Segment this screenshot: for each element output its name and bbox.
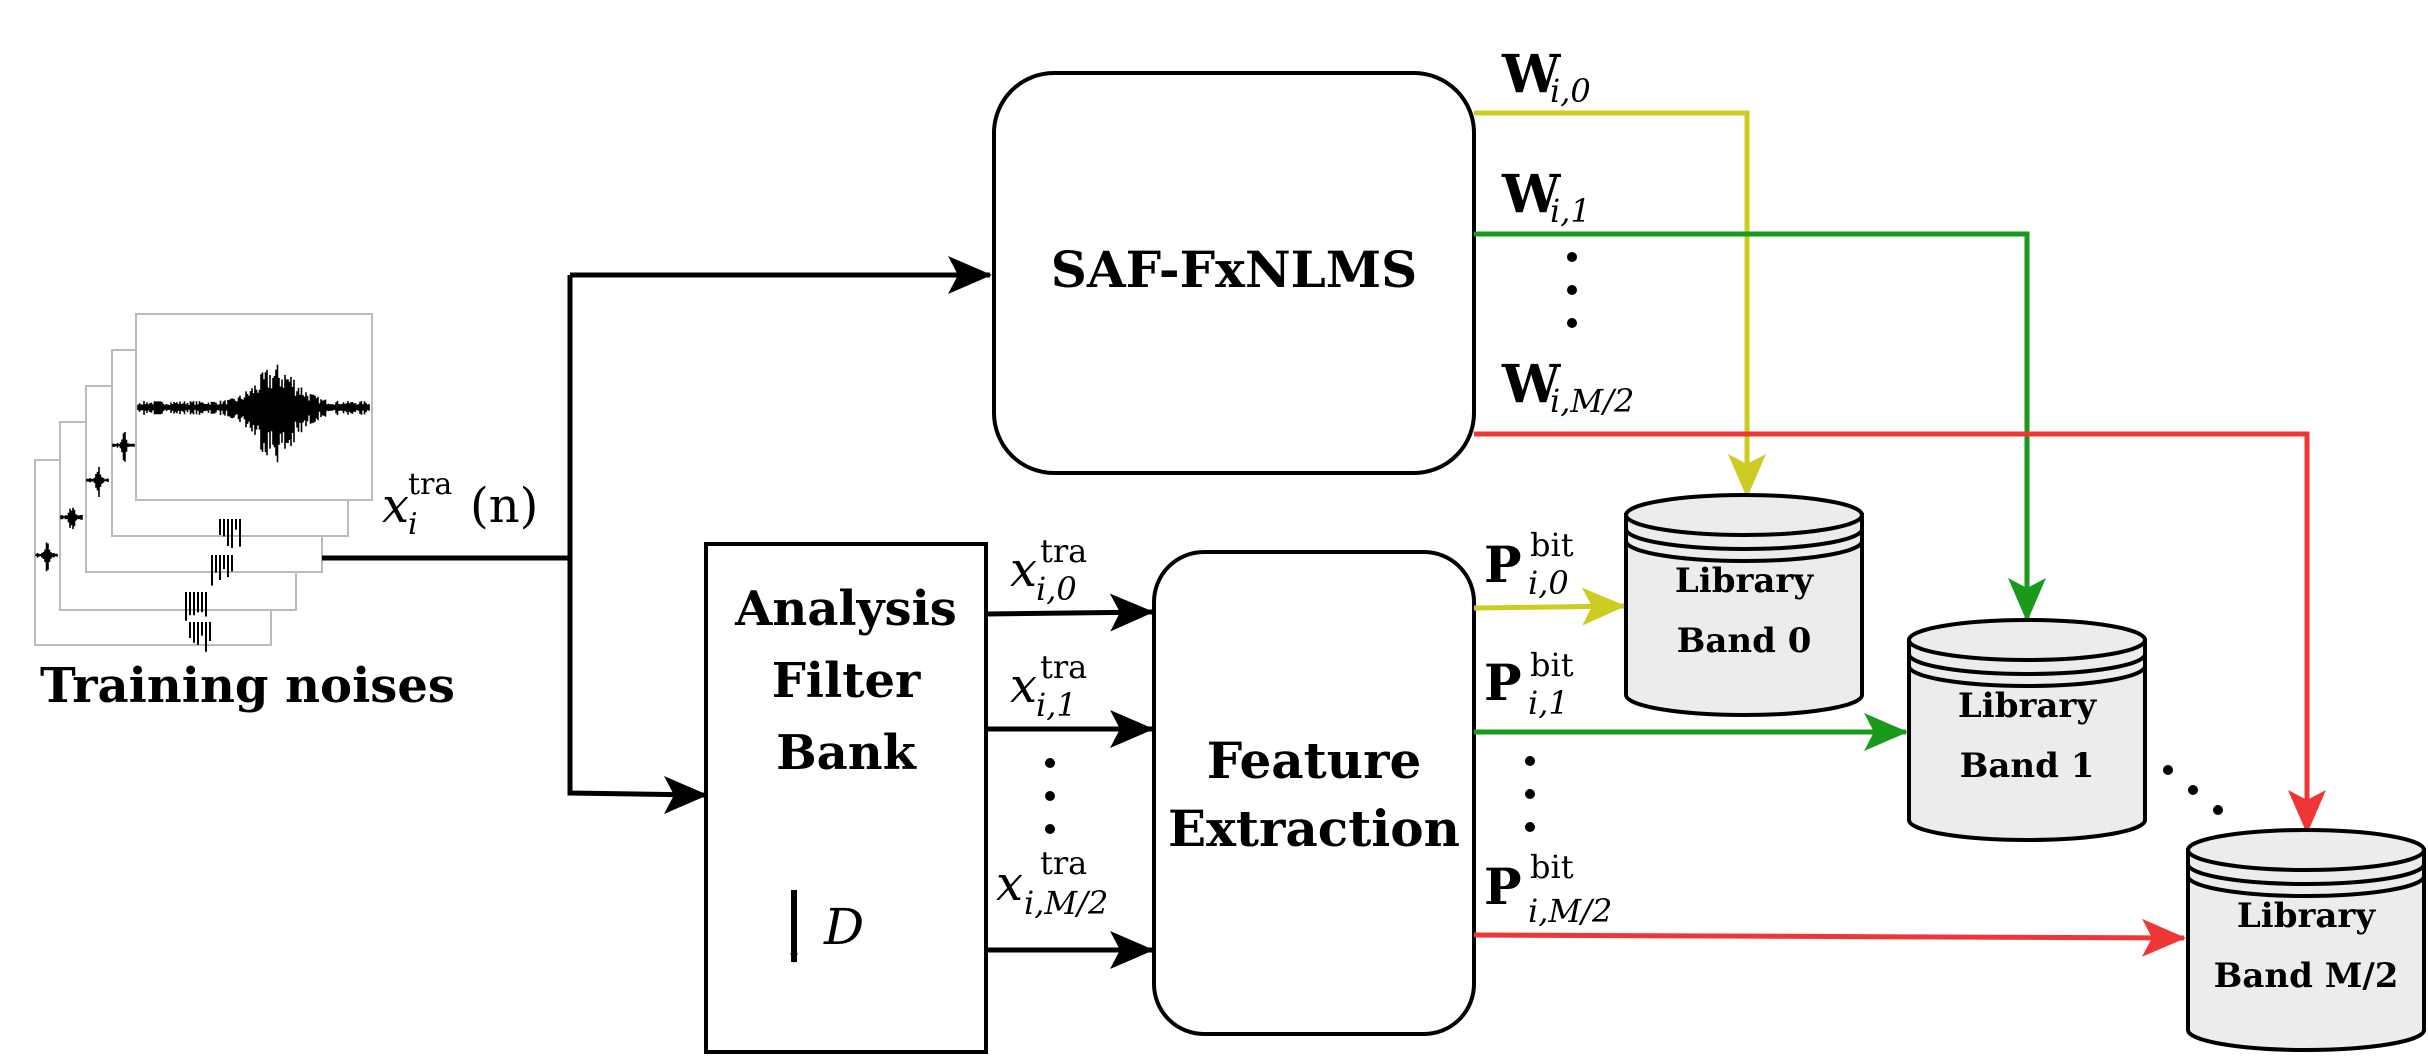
svg-text:i,1: i,1 (1528, 684, 1569, 722)
svg-text:P: P (1484, 653, 1522, 712)
afb-label-line3: Bank (776, 725, 918, 781)
waveform-trace (137, 364, 370, 463)
svg-text:i,M/2: i,M/2 (1024, 884, 1108, 922)
library-label-line2: Band 0 (1677, 621, 1812, 661)
feature-line-band0 (1473, 587, 1626, 626)
signal-superscript: tra (408, 467, 452, 502)
waveform-trace (35, 542, 58, 572)
svg-text:x: x (1010, 658, 1037, 714)
svg-text:i,0: i,0 (1036, 570, 1077, 608)
subband-label-m2: x tra i,M/2 (996, 844, 1108, 922)
weight-label-0: W i,0 (1501, 44, 1591, 110)
subband-label-1: x tra i,1 (1010, 648, 1087, 724)
weight-line-bandm2 (1474, 431, 2326, 834)
svg-text:i,0: i,0 (1550, 72, 1591, 110)
svg-text:x: x (1010, 542, 1037, 598)
feature-line-bandm2 (1473, 918, 2186, 957)
library-label-line2: Band M/2 (2214, 956, 2399, 996)
svg-text:tra: tra (1040, 648, 1087, 686)
svg-text:tra: tra (1040, 532, 1087, 570)
subband-label-0: x tra i,0 (1010, 532, 1087, 608)
svg-text:W: W (1501, 164, 1562, 225)
signal-subscript: i (408, 507, 418, 542)
saf-fxnlms-block: SAF-FxNLMS (992, 71, 1476, 475)
feature-ellipsis (1525, 756, 1535, 832)
svg-text:bit: bit (1530, 848, 1574, 886)
svg-text:x: x (996, 856, 1023, 912)
input-signal-label: x tra i (n) (382, 467, 538, 542)
svg-text:i,0: i,0 (1528, 564, 1569, 602)
svg-text:i,1: i,1 (1036, 686, 1077, 724)
library-ellipsis (2163, 765, 2223, 815)
svg-text:i,M/2: i,M/2 (1528, 892, 1612, 930)
signal-symbol: x (382, 478, 409, 534)
weight-label-1: W i,1 (1501, 164, 1591, 230)
library-label-line1: Library (2237, 896, 2376, 936)
waveform-trace (86, 466, 109, 497)
svg-text:P: P (1484, 535, 1522, 594)
waveform-trace (60, 507, 83, 530)
subband-ellipsis (1045, 758, 1055, 834)
svg-text:bit: bit (1530, 646, 1574, 684)
weight-line-band1 (1474, 231, 2046, 622)
analysis-filter-bank-block: Analysis Filter Bank D (704, 542, 988, 1054)
svg-text:P: P (1484, 857, 1522, 916)
library-label-line2: Band 1 (1960, 746, 2095, 786)
waveform-trace (112, 432, 135, 462)
weight-line-band0 (1474, 110, 1766, 498)
waveform-traces (35, 364, 370, 652)
svg-text:W: W (1501, 354, 1562, 415)
downsample-factor: D (823, 898, 864, 956)
subband-arrow-0 (985, 593, 1154, 632)
afb-label-line2: Filter (772, 653, 921, 709)
afb-label-line1: Analysis (734, 581, 957, 637)
svg-text:bit: bit (1530, 526, 1574, 564)
training-noises-label: Training noises (40, 658, 455, 714)
svg-text:W: W (1501, 44, 1562, 105)
svg-text:i,M/2: i,M/2 (1550, 382, 1634, 420)
feature-label-1: P bit i,1 (1484, 646, 1574, 722)
signal-argument: (n) (470, 478, 538, 534)
saf-fxnlms-label: SAF-FxNLMS (1051, 240, 1418, 299)
svg-text:tra: tra (1040, 844, 1087, 882)
input-branch-lines (322, 256, 992, 814)
feature-label-0: P bit i,0 (1484, 526, 1574, 602)
feature-label-m2: P bit i,M/2 (1484, 848, 1612, 930)
fe-label-line1: Feature (1207, 731, 1422, 790)
library-label-line1: Library (1958, 686, 2097, 726)
library-label-line1: Library (1675, 561, 1814, 601)
weight-label-m2: W i,M/2 (1501, 354, 1634, 420)
fe-label-line2: Extraction (1168, 799, 1460, 858)
training-noise-stack (34, 313, 373, 652)
feature-extraction-block: Feature Extraction (1152, 550, 1476, 1036)
svg-text:i,1: i,1 (1550, 192, 1591, 230)
weight-ellipsis (1567, 252, 1577, 328)
